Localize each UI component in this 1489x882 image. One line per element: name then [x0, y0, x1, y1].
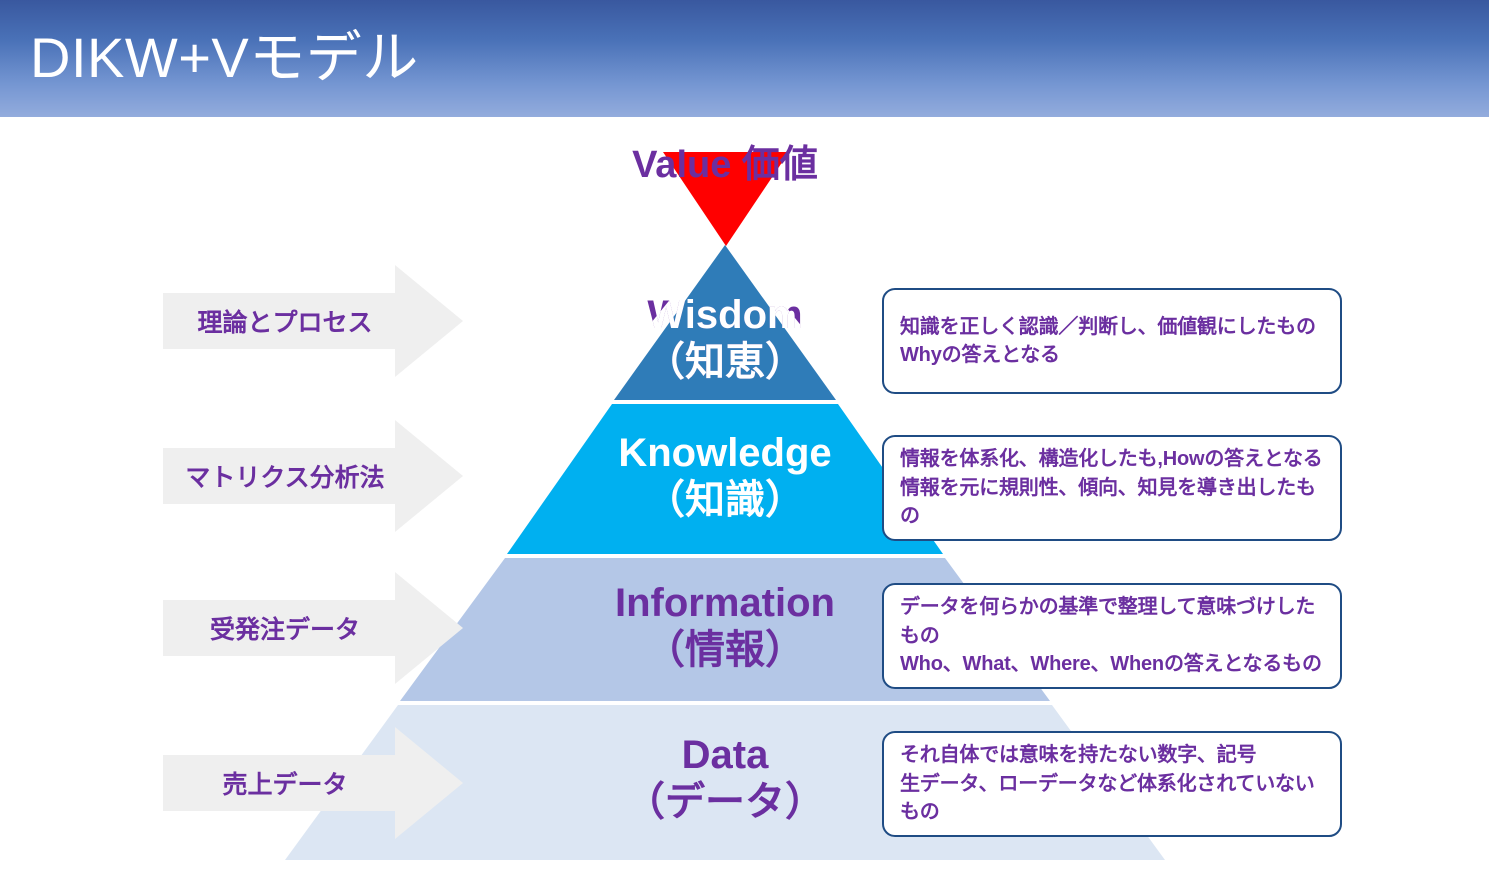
callout-information-text: データを何らかの基準で整理して意味づけしたもの Who、What、Where、W… — [900, 596, 1322, 676]
tier-data-jp: （データ） — [625, 780, 825, 825]
callout-knowledge-text: 情報を体系化、構造化したも,Howの答えとなる 情報を元に規則性、傾向、知見を導… — [900, 448, 1323, 528]
arrow-shape-icon — [163, 727, 463, 839]
tier-information-jp: （情報） — [645, 628, 805, 673]
value-cap-en: Value — [632, 144, 732, 186]
process-arrow-knowledge[interactable]: マトリクス分析法 — [163, 420, 463, 532]
tier-label-wisdom-outline: Wisdom （知恵） — [525, 292, 925, 386]
process-arrow-wisdom-label: 理論とプロセス — [197, 309, 373, 337]
process-arrow-wisdom[interactable]: 理論とプロセス — [163, 265, 463, 377]
tier-wisdom-jp-inner: （知恵） — [645, 340, 805, 385]
value-cap-label: Value 価値 — [600, 143, 850, 188]
process-arrow-information[interactable]: 受発注データ — [163, 572, 463, 684]
callout-knowledge[interactable]: 情報を体系化、構造化したも,Howの答えとなる 情報を元に規則性、傾向、知見を導… — [882, 435, 1342, 541]
arrow-shape-icon — [163, 420, 463, 532]
callout-data[interactable]: それ自体では意味を持たない数字、記号 生データ、ローデータなど体系化されていない… — [882, 731, 1342, 837]
tier-label-knowledge: Knowledge （知識） — [525, 430, 925, 524]
arrow-shape-icon — [163, 572, 463, 684]
tier-wisdom-en-inner: Wisdom — [647, 293, 803, 337]
arrow-shape-icon — [163, 265, 463, 377]
callout-information[interactable]: データを何らかの基準で整理して意味づけしたもの Who、What、Where、W… — [882, 583, 1342, 689]
tier-information-en: Information — [615, 581, 835, 625]
process-arrow-data-label: 売上データ — [222, 771, 348, 799]
callout-wisdom[interactable]: 知識を正しく認識／判断し、価値観にしたもの Whyの答えとなる — [882, 288, 1342, 394]
title-banner: DIKW+Vモデル — [0, 0, 1489, 117]
process-arrow-knowledge-label: マトリクス分析法 — [185, 464, 385, 492]
tier-knowledge-jp: （知識） — [645, 478, 805, 523]
tier-label-wisdom: Wisdom （知恵） — [585, 292, 865, 386]
tier-wisdom-jp: （知恵） — [645, 340, 805, 385]
tier-label-data: Data （データ） — [525, 732, 925, 826]
page-title: DIKW+Vモデル — [30, 26, 419, 89]
tier-wisdom-en: Wisdom — [647, 293, 803, 337]
tier-knowledge-en: Knowledge — [618, 431, 832, 475]
tier-label-information: Information （情報） — [525, 580, 925, 674]
value-cap-jp: 価値 — [741, 144, 818, 186]
callout-data-text: それ自体では意味を持たない数字、記号 生データ、ローデータなど体系化されていない… — [900, 744, 1315, 824]
process-arrow-data[interactable]: 売上データ — [163, 727, 463, 839]
callout-wisdom-text: 知識を正しく認識／判断し、価値観にしたもの Whyの答えとなる — [900, 315, 1316, 366]
tier-data-en: Data — [681, 733, 769, 777]
process-arrow-information-label: 受発注データ — [209, 616, 360, 644]
